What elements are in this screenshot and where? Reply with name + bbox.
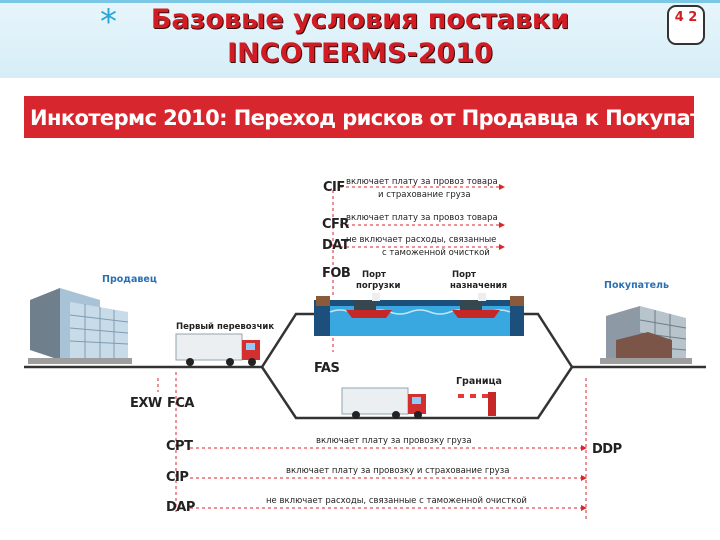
note-cif-1: включает плату за провоз товара <box>346 177 498 187</box>
term-fas: FAS <box>314 361 340 376</box>
term-cip: CIP <box>166 470 189 485</box>
term-fca: FCA <box>167 396 194 411</box>
term-cif: CIF <box>323 180 345 195</box>
term-dap: DAP <box>166 500 195 515</box>
buyer-label: Покупатель <box>604 280 670 291</box>
ship-icon <box>452 293 500 318</box>
header-accent-line <box>0 0 720 3</box>
truck-icon <box>341 387 426 419</box>
note-dat-2: с таможенной очисткой <box>382 248 490 258</box>
lower-term-arrows <box>190 445 587 511</box>
note-dat-1: не включает расходы, связанные <box>346 235 497 245</box>
seller-label: Продавец <box>102 274 157 285</box>
ship-icon <box>346 293 392 318</box>
port-loading-label-1: Порт <box>362 270 386 280</box>
slide-title-line1: Базовые условия поставки <box>150 4 570 35</box>
road-lower-bypass <box>260 365 706 420</box>
term-fob: FOB <box>322 266 351 281</box>
road-right-upper <box>524 312 574 368</box>
note-cfr: включает плату за провоз товара <box>346 213 498 223</box>
seller-building-icon <box>28 288 132 364</box>
border-barrier-icon <box>458 392 496 416</box>
note-dap: не включает расходы, связанные с таможен… <box>266 496 527 506</box>
diagram-banner-title: Инкотермс 2010: Переход рисков от Продав… <box>30 106 720 130</box>
bullet-star-icon: * <box>100 2 117 42</box>
term-cpt: CPT <box>166 439 193 454</box>
slide-header <box>0 0 720 78</box>
note-cip: включает плату за провозку и страхование… <box>286 466 510 476</box>
port-loading-label-2: погрузки <box>356 281 401 291</box>
page-number-badge: 4 2 <box>667 5 705 45</box>
diagram-banner <box>24 96 694 138</box>
port-destination-label-1: Порт <box>452 270 476 280</box>
truck-icon <box>175 333 260 366</box>
term-cfr: CFR <box>322 217 349 232</box>
border-label: Граница <box>456 376 502 387</box>
term-dat: DAT <box>322 238 350 253</box>
port-destination-label-2: назначения <box>450 281 508 291</box>
note-cpt: включает плату за провозку груза <box>316 436 472 446</box>
buyer-building-icon <box>600 306 692 364</box>
term-ddp: DDP <box>592 442 622 457</box>
slide-title-line2: INCOTERMS-2010 <box>227 38 493 69</box>
term-exw: EXW <box>130 396 162 411</box>
first-carrier-label: Первый перевозчик <box>176 322 275 332</box>
note-cif-2: и страхование груза <box>378 190 471 200</box>
